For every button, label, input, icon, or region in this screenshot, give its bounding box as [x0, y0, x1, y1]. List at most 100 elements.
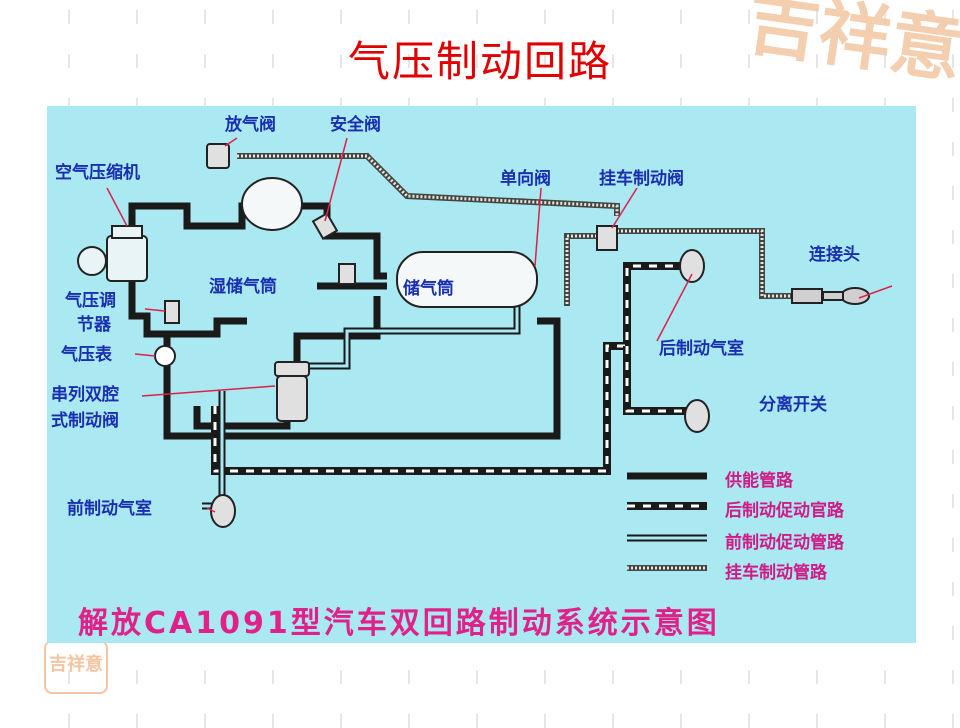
- background-dash: [952, 538, 954, 552]
- background-dash: [476, 10, 478, 24]
- background-dash: [952, 10, 954, 24]
- watermark-seal-small: 吉祥意: [44, 640, 108, 694]
- background-dash: [748, 98, 750, 112]
- tandem-valve-shape: [274, 361, 310, 422]
- background-dash: [680, 714, 682, 728]
- label-regulator-line1: 气压调: [65, 291, 116, 311]
- background-dash: [612, 670, 614, 684]
- background-dash: [952, 582, 954, 596]
- background-dash: [68, 54, 70, 68]
- legend-item-supply: 供能管路: [725, 471, 793, 491]
- background-dash: [748, 670, 750, 684]
- compressor-shape: [77, 225, 148, 282]
- background-dash: [272, 10, 274, 24]
- background-dash: [136, 10, 138, 24]
- background-dash: [408, 10, 410, 24]
- legend-item-trailer: 挂车制动管路: [725, 563, 827, 583]
- label-tandem-valve-line2: 式制动阀: [51, 411, 119, 431]
- background-dash: [816, 98, 818, 112]
- background-dash: [476, 670, 478, 684]
- background-dash: [680, 54, 682, 68]
- background-dash: [544, 670, 546, 684]
- rear-chamber-upper-shape: [679, 249, 705, 283]
- background-dash: [544, 98, 546, 112]
- background-dash: [680, 670, 682, 684]
- background-dash: [68, 714, 70, 728]
- background-dash: [136, 98, 138, 112]
- background-dash: [544, 714, 546, 728]
- background-dash: [544, 10, 546, 24]
- background-dash: [748, 54, 750, 68]
- background-dash: [204, 714, 206, 728]
- label-connector: 连接头: [809, 245, 860, 265]
- background-dash: [952, 54, 954, 68]
- background-dash: [952, 318, 954, 332]
- background-dash: [204, 54, 206, 68]
- pointer-lines: [106, 137, 893, 513]
- background-dash: [952, 626, 954, 640]
- background-dash: [748, 10, 750, 24]
- background-dash: [816, 54, 818, 68]
- label-isolation-switch: 分离开关: [759, 395, 827, 415]
- supply-lines: [128, 202, 561, 440]
- tank-shape: [396, 251, 538, 308]
- background-dash: [952, 494, 954, 508]
- background-dash: [816, 670, 818, 684]
- diagram-caption: 解放CA1091型汽车双回路制动系统示意图: [78, 606, 720, 641]
- background-dash: [408, 714, 410, 728]
- label-front-chamber: 前制动气室: [67, 499, 152, 519]
- background-dash: [680, 98, 682, 112]
- background-dash: [136, 670, 138, 684]
- label-bleed-valve: 放气阀: [225, 115, 276, 135]
- background-dash: [816, 714, 818, 728]
- background-dash: [272, 98, 274, 112]
- bleed-valve-shape: [206, 143, 230, 169]
- page-title: 气压制动回路: [347, 37, 612, 86]
- background-dash: [952, 670, 954, 684]
- background-dash: [884, 10, 886, 24]
- background-dash: [612, 714, 614, 728]
- label-tank: 储气筒: [403, 279, 454, 299]
- background-dash: [952, 362, 954, 376]
- background-dash: [476, 98, 478, 112]
- background-dash: [340, 98, 342, 112]
- background-dash: [204, 10, 206, 24]
- background-dash: [476, 54, 478, 68]
- background-dash: [884, 670, 886, 684]
- rear-brake-lines: [211, 262, 687, 475]
- label-rear-chamber: 后制动气室: [659, 339, 744, 359]
- label-wet-tank: 湿储气筒: [209, 277, 277, 297]
- background-dash: [612, 10, 614, 24]
- gauge-shape: [154, 345, 176, 367]
- diagram-panel: 空气压缩机 放气阀 安全阀 单向阀 挂车制动阀 湿储气筒 储气筒 连接头 气压调…: [47, 106, 916, 643]
- check-valve-shape: [338, 263, 356, 285]
- background-dash: [408, 670, 410, 684]
- background-dash: [204, 98, 206, 112]
- background-dash: [816, 10, 818, 24]
- background-dash: [544, 54, 546, 68]
- background-dash: [272, 54, 274, 68]
- background-dash: [884, 714, 886, 728]
- background-dash: [68, 98, 70, 112]
- background-dash: [340, 10, 342, 24]
- background-dash: [952, 98, 954, 112]
- background-dash: [884, 54, 886, 68]
- background-dash: [340, 54, 342, 68]
- brake-system-diagram: [77, 137, 893, 571]
- background-dash: [136, 714, 138, 728]
- front-chamber-shape: [210, 494, 236, 528]
- legend-item-rear-brake: 后制动促动官路: [725, 501, 844, 521]
- legend-item-front-brake: 前制动促动管路: [725, 533, 844, 553]
- background-dash: [136, 54, 138, 68]
- background-dash: [408, 98, 410, 112]
- background-dash: [476, 714, 478, 728]
- background-dash: [340, 714, 342, 728]
- regulator-shape: [164, 300, 180, 324]
- background-dash: [340, 670, 342, 684]
- background-dash: [272, 670, 274, 684]
- label-safety-valve: 安全阀: [330, 115, 381, 135]
- label-check-valve: 单向阀: [500, 169, 551, 189]
- background-dash: [952, 450, 954, 464]
- background-dash: [408, 54, 410, 68]
- label-regulator-line2: 节器: [77, 315, 111, 335]
